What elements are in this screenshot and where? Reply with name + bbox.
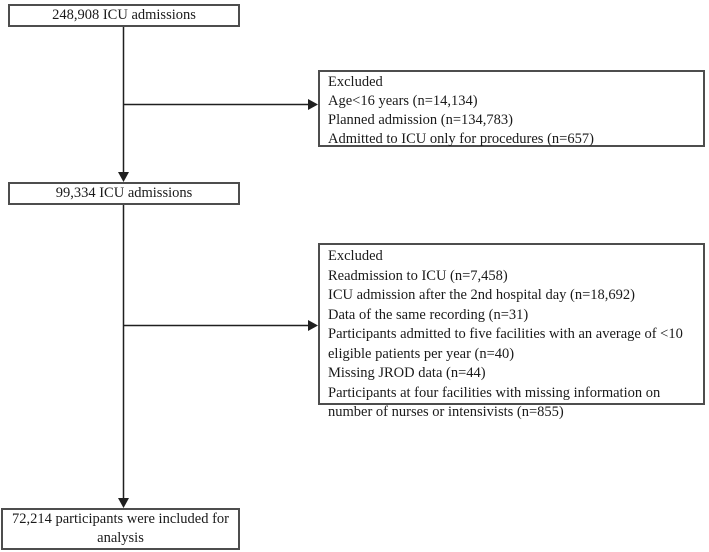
excluded-2-item: ICU admission after the 2nd hospital day… [328,287,635,303]
box-total-admissions: 248,908 ICU admissions [8,4,240,27]
box-included-analysis-line1: 72,214 participants were included for [11,511,230,527]
box-excluded-2: Excluded Readmission to ICU (n=7,458) IC… [318,243,705,420]
excluded-2-item: Participants admitted to five facilities… [328,326,683,362]
box-included-analysis: 72,214 participants were included for an… [1,508,240,550]
box-total-admissions-label: 248,908 ICU admissions [52,7,196,23]
excluded-2-item: Participants at four facilities with mis… [328,384,661,421]
arrowhead-down-1 [118,172,129,182]
arrowhead-down-2 [118,498,129,508]
box-included-analysis-line2: analysis [97,530,144,546]
excluded-1-title: Excluded [328,74,383,90]
excluded-1-item: Admitted to ICU only for procedures (n=6… [328,131,594,147]
excluded-2-title: Excluded [328,248,383,264]
box-excluded-1: Excluded Age<16 years (n=14,134) Planned… [318,70,705,147]
excluded-1-item: Age<16 years (n=14,134) [328,93,478,109]
excluded-2-item: Missing JROD data (n=44) [328,365,486,381]
excluded-2-item: Data of the same recording (n=31) [328,306,529,323]
arrowhead-right-1 [308,99,318,110]
excluded-2-item: Readmission to ICU (n=7,458) [328,267,508,284]
excluded-1-item: Planned admission (n=134,783) [328,112,513,128]
arrowhead-right-2 [308,320,318,331]
box-eligible-admissions-label: 99,334 ICU admissions [55,185,193,201]
box-eligible-admissions: 99,334 ICU admissions [8,182,240,205]
